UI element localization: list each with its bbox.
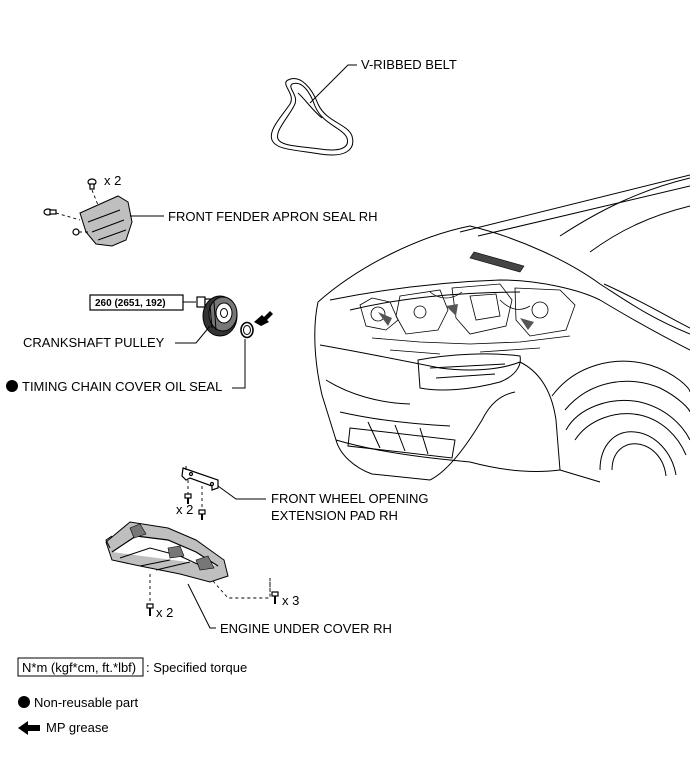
engine-under-cover-illustration: [105, 521, 229, 583]
non-reusable-bullet-icon: [6, 380, 18, 392]
oil-seal-illustration: [240, 321, 254, 339]
front-wheel-opening-pad-illustration: [181, 466, 219, 491]
legend-non-reusable-label: Non-reusable part: [34, 695, 138, 710]
front-wheel-opening-pad-label-line2: EXTENSION PAD RH: [271, 508, 398, 523]
legend-torque-desc: : Specified torque: [146, 660, 247, 675]
engine-under-cover-label: ENGINE UNDER COVER RH: [220, 621, 392, 636]
crankshaft-pulley-leader: [175, 325, 211, 344]
mp-grease-arrow-icon: [254, 311, 273, 326]
apron-seal-clip-icon: [87, 178, 97, 190]
oil-seal-leader: [232, 339, 246, 389]
legend-non-reusable-icon: [18, 696, 30, 708]
vehicle-front-illustration: [314, 174, 690, 483]
under-cover-screw-qty: x 2: [156, 605, 173, 620]
apron-seal-side-clip-icon: [43, 208, 57, 216]
legend-mp-grease-arrow-icon: [18, 721, 40, 735]
crankshaft-pulley-label: CRANKSHAFT PULLEY: [23, 335, 165, 350]
under-cover-bolt-icon: [271, 591, 279, 604]
front-wheel-opening-pad-leader: [217, 485, 266, 500]
engine-under-cover-leader: [187, 583, 216, 629]
legend-torque-units: N*m (kgf*cm, ft.*lbf): [22, 660, 136, 675]
v-ribbed-belt-leader: [309, 64, 357, 104]
legend-torque-box: [17, 657, 144, 677]
legend-mp-grease-label: MP grease: [46, 720, 109, 735]
front-fender-apron-seal-illustration: [72, 195, 133, 247]
front-fender-apron-seal-label: FRONT FENDER APRON SEAL RH: [168, 209, 377, 224]
timing-chain-cover-oil-seal-label: TIMING CHAIN COVER OIL SEAL: [22, 379, 222, 394]
under-cover-screw-icon: [146, 603, 154, 616]
pad-screw-qty: x 2: [176, 502, 193, 517]
front-wheel-opening-pad-label-line1: FRONT WHEEL OPENING: [271, 491, 428, 506]
crankshaft-pulley-illustration: [202, 295, 238, 337]
v-ribbed-belt-illustration: [270, 78, 354, 156]
v-ribbed-belt-label: V-RIBBED BELT: [361, 57, 457, 72]
under-cover-bolt-qty: x 3: [282, 593, 299, 608]
crankshaft-bolt-torque: 260 (2651, 192): [95, 298, 166, 309]
pad-screw-icon: [184, 493, 206, 520]
apron-seal-clip-qty: x 2: [104, 173, 121, 188]
